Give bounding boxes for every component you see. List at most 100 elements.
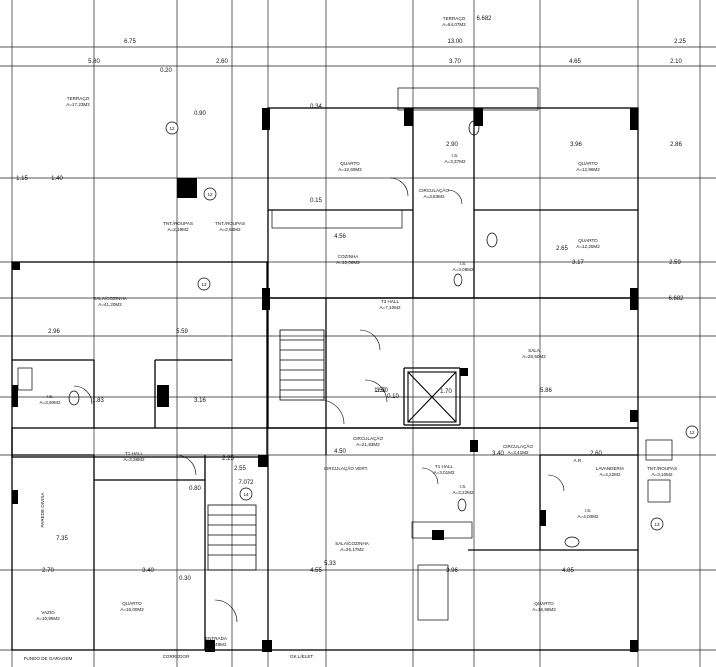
room-area-label: A=12,00M2 <box>336 260 360 265</box>
dimension-label: 3.17 <box>572 260 584 266</box>
room-area-label: A=16,00M2 <box>120 607 144 612</box>
dimension-label: 4.56 <box>334 234 346 240</box>
grid-marker-number: 12 <box>689 430 695 435</box>
room-name-label: TNT./ROUPAS <box>215 221 245 226</box>
room-area-label: A=2,19M2 <box>167 227 189 232</box>
grid-marker-number: 13 <box>654 522 660 527</box>
dimension-label: 4.85 <box>562 568 574 574</box>
dimension-label: 2.60 <box>590 451 602 457</box>
room-name-label: I.S. <box>460 261 467 266</box>
room-name-label: LAVANDERIA <box>596 466 625 471</box>
dimension-label: 1.15 <box>16 176 28 182</box>
elevator <box>407 371 457 423</box>
dimension-label: 6.75 <box>124 39 136 45</box>
room-name-label: QUARTO <box>578 161 598 166</box>
room-area-label: A=17,23M2 <box>66 102 90 107</box>
room-area-label: A=3,90M2 <box>39 400 61 405</box>
room-area-label: A=4,00M2 <box>577 514 599 519</box>
room-area-label: A=2,66M2 <box>219 227 241 232</box>
dimension-label: 0.30 <box>179 576 191 582</box>
dimension-label: 0.20 <box>160 68 172 74</box>
dimension-label: 2.65 <box>556 246 568 252</box>
room-area-label: A=26,50M2 <box>522 354 546 359</box>
dimension-label: 1.40 <box>51 176 63 182</box>
dimension-label: 2.90 <box>446 142 458 148</box>
dimension-label: 4.55 <box>310 568 322 574</box>
dimension-label: 3.50 <box>376 388 388 394</box>
room-area-label: A=3,83M2 <box>423 194 445 199</box>
door-swings <box>73 177 565 623</box>
dimension-label: 3.40 <box>142 568 154 574</box>
dimension-label: 0.80 <box>189 486 201 492</box>
dimension-label: 7.072 <box>238 480 254 486</box>
dimension-label: PAREDE DIVISA <box>40 492 45 528</box>
room-name-label: COZINHA <box>338 254 360 259</box>
room-area-label: A=12,60M2 <box>338 167 362 172</box>
grid-markers <box>165 121 699 531</box>
grid-marker-number: 12 <box>169 126 175 131</box>
dimension-label: 4.65 <box>569 59 581 65</box>
room-area-label: A=10,95M2 <box>36 616 60 621</box>
room-area-label: A=3,09M2 <box>452 267 474 272</box>
room-area-label: A=41,20M2 <box>98 302 122 307</box>
dimension-label: 13.00 <box>447 39 463 45</box>
grid-marker-number: 13 <box>201 282 207 287</box>
room-area-label: A=3,01M2 <box>433 470 455 475</box>
dimension-label: 3.96 <box>446 568 458 574</box>
room-name-label: I.S. <box>452 153 459 158</box>
room-name-label: QUARTO <box>534 601 554 606</box>
room-area-label: A=12,96M2 <box>576 167 600 172</box>
grid-marker-number: 12 <box>207 192 213 197</box>
room-name-label: QUARTO <box>578 238 598 243</box>
room-area-label: A=3,10M2 <box>651 472 673 477</box>
dimension-label: 0.90 <box>194 111 206 117</box>
dimension-label: FUNDO DE GARAGEM <box>24 656 73 661</box>
room-area-label: A=12,25M2 <box>576 244 600 249</box>
dimension-label: 3.16 <box>194 398 206 404</box>
room-name-label: TNT./ROUPAS <box>163 221 193 226</box>
room-name-label: QUARTO <box>122 601 142 606</box>
dimension-label: GK.L/ELET. <box>290 654 314 659</box>
dimension-label: 2.55 <box>234 466 246 472</box>
dimension-label: 2.25 <box>222 456 234 462</box>
dimension-label: 1.83 <box>92 398 104 404</box>
dimension-label: 2.10 <box>670 59 682 65</box>
room-name-label: I.S. <box>47 394 54 399</box>
room-area-label: A=3,22M2 <box>452 490 474 495</box>
stairs <box>207 329 325 571</box>
dimension-label: A.R. <box>574 458 583 463</box>
dimension-label: 3.70 <box>449 59 461 65</box>
fixtures <box>17 120 673 621</box>
room-name-label: CIRCULAÇÃO <box>419 187 450 193</box>
dimension-label: 3.96 <box>570 142 582 148</box>
room-name-label: SALA/COZINHA <box>335 541 370 546</box>
room-name-label: SALA <box>528 348 541 353</box>
walls <box>11 107 639 651</box>
dimension-label: 2.96 <box>48 329 60 335</box>
room-area-label: A=3,36M2 <box>123 457 145 462</box>
wall-columns <box>12 108 638 652</box>
room-area-label: A=7,10M2 <box>379 305 401 310</box>
room-name-label: T1 HALL <box>435 464 454 469</box>
dimension-label: 5.33 <box>324 561 336 567</box>
room-name-label: TERRAÇO <box>443 16 466 21</box>
dimension-label: 3.40 <box>492 451 504 457</box>
grid-marker-number: 14 <box>243 492 249 497</box>
room-labels: TERRAÇOA=64,07M2TERRAÇOA=17,23M2QUARTOA=… <box>36 16 677 647</box>
stand-in-terrace <box>397 87 539 111</box>
room-name-label: SALA/COZINHA <box>93 296 128 301</box>
room-area-label: A=16,86M2 <box>532 607 556 612</box>
dimension-label: 4.50 <box>334 449 346 455</box>
room-name-label: VAZIO <box>41 610 55 615</box>
room-name-label: TNT./ROUPAS <box>647 466 677 471</box>
dimension-label: 0.15 <box>310 198 322 204</box>
dimension-label: 2.60 <box>216 59 228 65</box>
dimension-label: CIRCULAÇÃO VERT. <box>324 465 368 471</box>
dimension-label: 2.86 <box>670 142 682 148</box>
dimension-label: 2.25 <box>674 39 686 45</box>
dimension-label: 1.70 <box>440 389 452 395</box>
dimension-label: 5.80 <box>88 59 100 65</box>
room-name-label: TERRAÇO <box>67 96 90 101</box>
